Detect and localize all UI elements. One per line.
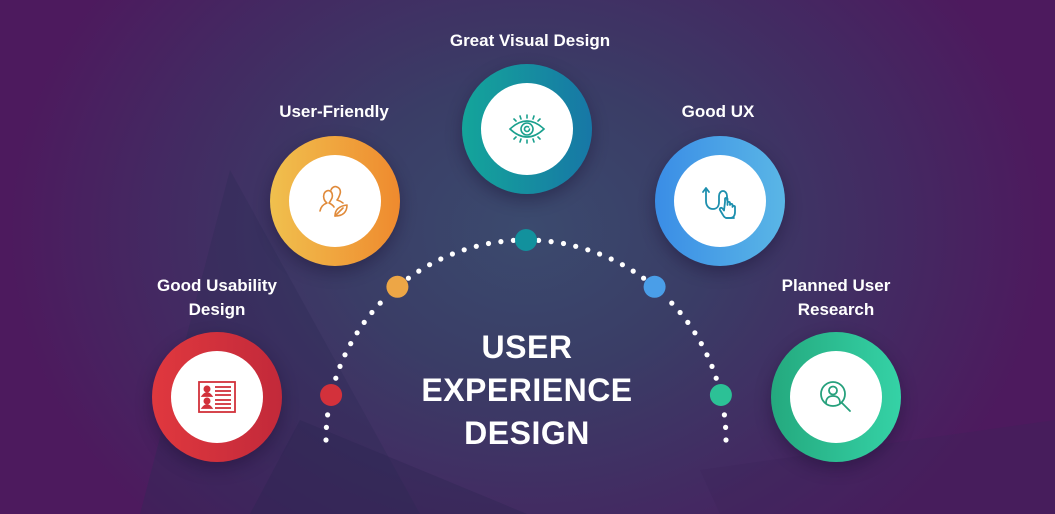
label-good-ux: Good UX — [681, 102, 755, 121]
arc-marker-dot — [386, 275, 409, 298]
node-inner-circle — [674, 155, 766, 247]
node-great-visual-design[interactable] — [462, 64, 592, 194]
node-inner-circle — [481, 83, 573, 175]
arc-marker-dot — [515, 229, 537, 251]
center-title: USER EXPERIENCE DESIGN — [421, 326, 632, 455]
users-leaf-icon — [319, 185, 348, 217]
label-great-visual-design: Great Visual Design — [449, 31, 611, 50]
title-line-3: DESIGN — [464, 415, 590, 451]
arc-marker-dot — [709, 384, 732, 406]
user-search-icon — [820, 381, 851, 412]
swipe-gesture-icon — [702, 187, 736, 219]
label-user-friendly: User-Friendly — [279, 102, 389, 121]
node-good-ux[interactable] — [655, 136, 785, 266]
node-planned-user-research[interactable] — [771, 332, 901, 462]
title-line-2: EXPERIENCE — [421, 372, 633, 408]
title-line-1: USER — [481, 329, 573, 365]
node-inner-circle — [171, 351, 263, 443]
node-good-usability-design[interactable] — [152, 332, 282, 462]
label-planned-user-research: Planned User Research — [781, 276, 891, 319]
profile-card-icon — [198, 381, 236, 413]
node-inner-circle — [289, 155, 381, 247]
arc-marker-dot — [320, 384, 343, 406]
arc-marker-dot — [643, 275, 666, 298]
eye-icon — [508, 114, 546, 144]
node-inner-circle — [790, 351, 882, 443]
node-user-friendly[interactable] — [270, 136, 400, 266]
label-good-usability-design: Good Usability Design — [157, 276, 277, 319]
